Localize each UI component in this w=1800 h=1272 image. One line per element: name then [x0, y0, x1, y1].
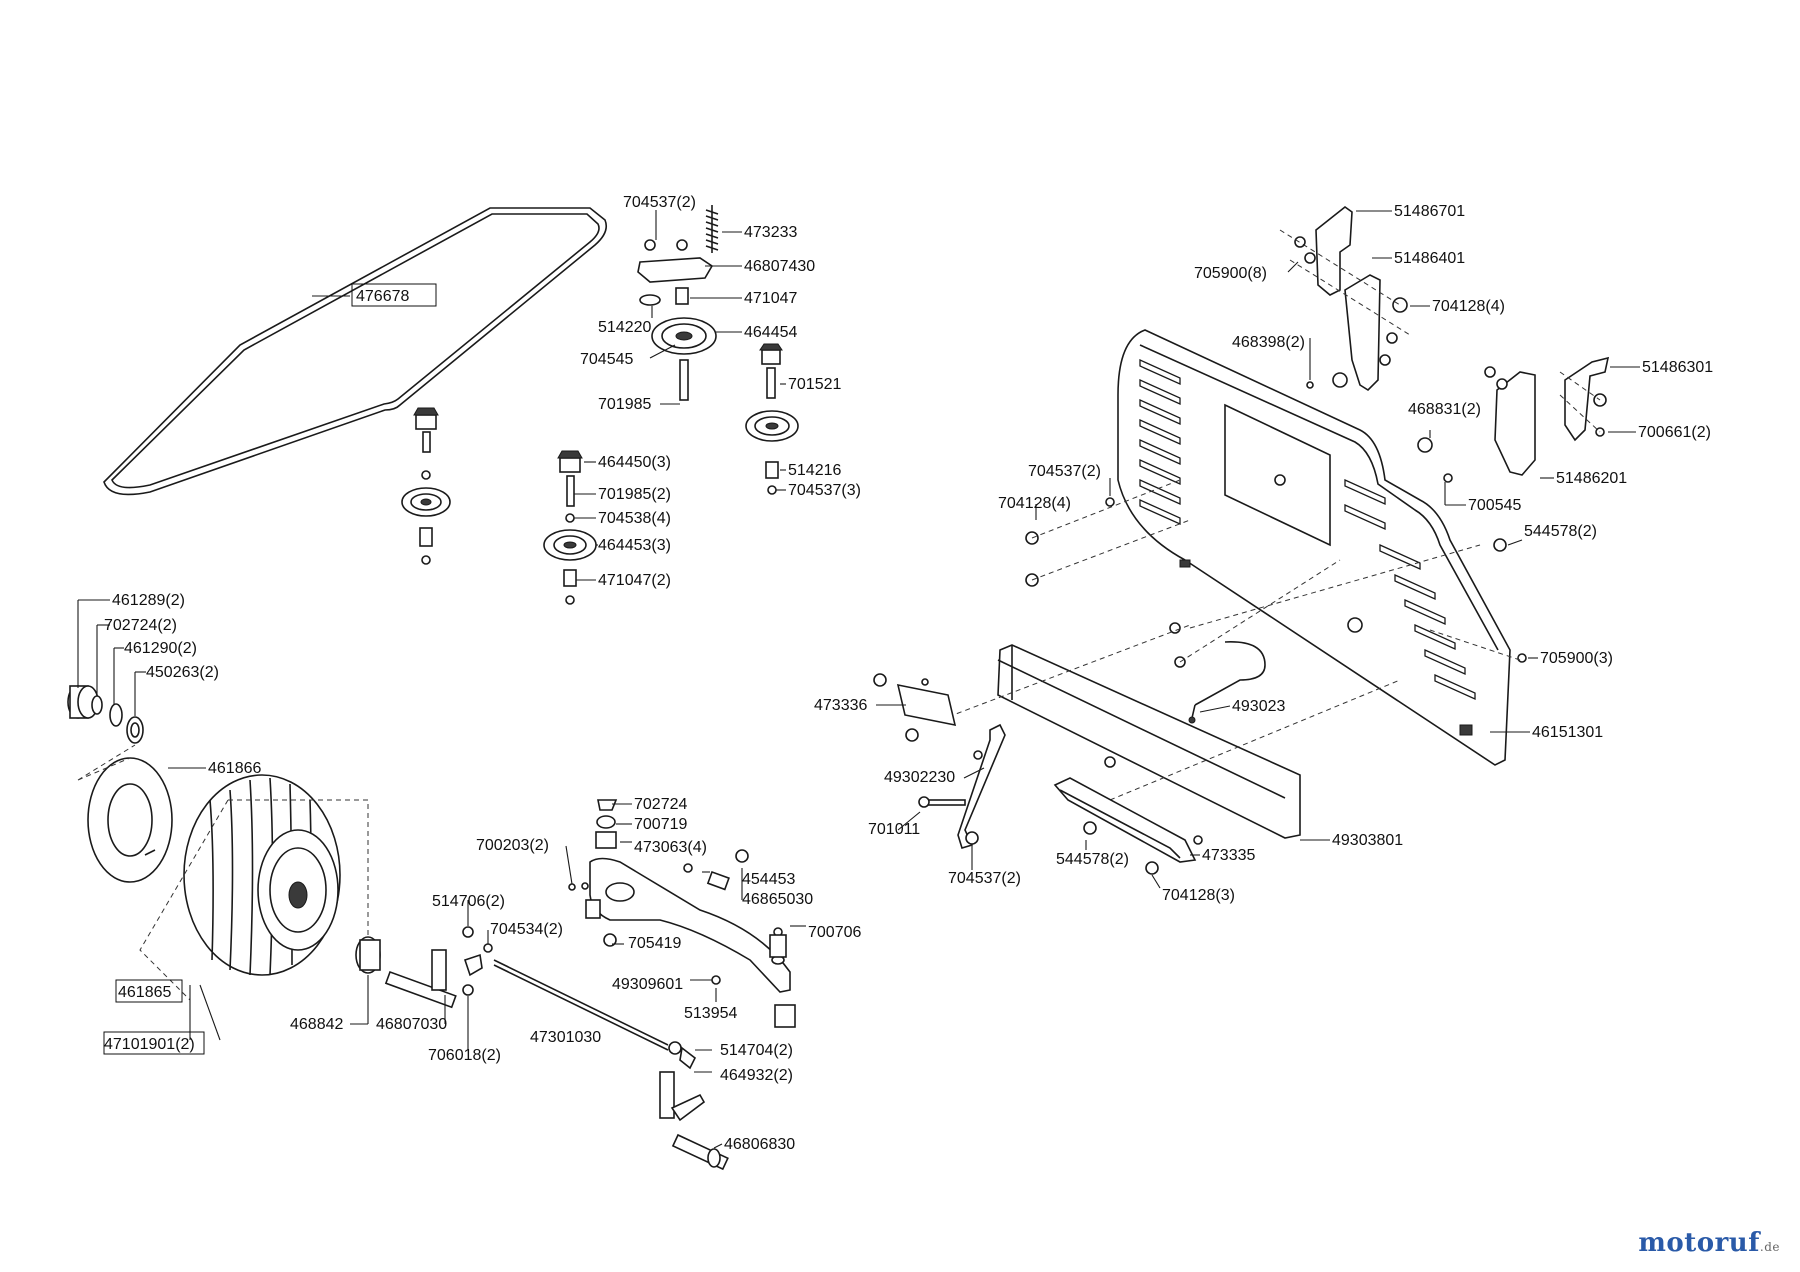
label-473335: 473335	[1202, 847, 1255, 864]
label-box-461865	[115, 979, 183, 1003]
label-471047: 471047	[744, 290, 797, 307]
label-544578a: 544578(2)	[1524, 523, 1597, 540]
label-47101901: 47101901(2)	[104, 1036, 195, 1053]
label-705900a: 705900(8)	[1194, 265, 1267, 282]
label-704537d: 704537(2)	[948, 870, 1021, 887]
leader-lines	[77, 210, 1640, 1149]
label-704537a: 704537(2)	[623, 194, 696, 211]
label-705419: 705419	[628, 935, 681, 952]
belt-idler-middle	[543, 450, 597, 605]
label-704128a: 704128(4)	[1432, 298, 1505, 315]
label-513954: 513954	[684, 1005, 737, 1022]
cross-beam	[939, 624, 1401, 839]
label-51486301: 51486301	[1642, 359, 1713, 376]
label-700706: 700706	[808, 924, 861, 941]
label-704534: 704534(2)	[490, 921, 563, 938]
label-46807030: 46807030	[376, 1016, 447, 1033]
label-464450: 464450(3)	[598, 454, 671, 471]
watermark-text: motoruf	[1638, 1228, 1760, 1258]
label-468398: 468398(2)	[1232, 334, 1305, 351]
label-51486701: 51486701	[1394, 203, 1465, 220]
label-46865030: 46865030	[742, 891, 813, 908]
label-704545: 704545	[580, 351, 633, 368]
label-461865: 461865	[118, 984, 171, 1001]
watermark-suffix: .de	[1759, 1240, 1780, 1254]
label-46151301: 46151301	[1532, 724, 1603, 741]
label-49303801: 49303801	[1332, 832, 1403, 849]
label-705900b: 705900(3)	[1540, 650, 1613, 667]
label-514706: 514706(2)	[432, 893, 505, 910]
label-476678: 476678	[356, 288, 409, 305]
label-700719: 700719	[634, 816, 687, 833]
label-450263: 450263(2)	[146, 664, 219, 681]
arm-49302230	[918, 641, 1266, 849]
label-544578b: 544578(2)	[1056, 851, 1129, 868]
label-464454: 464454	[744, 324, 797, 341]
upper-brackets	[1025, 205, 1610, 668]
label-704128c: 704128(3)	[1162, 887, 1235, 904]
label-704128b: 704128(4)	[998, 495, 1071, 512]
label-706018: 706018(2)	[428, 1047, 501, 1064]
label-704537c: 704537(2)	[1028, 463, 1101, 480]
label-454453: 454453	[742, 871, 795, 888]
label-701011: 701011	[868, 821, 920, 838]
label-700661: 700661(2)	[1638, 424, 1711, 441]
label-702724a: 702724(2)	[104, 617, 177, 634]
label-51486201: 51486201	[1556, 470, 1627, 487]
label-514220: 514220	[598, 319, 651, 336]
label-704538: 704538(4)	[598, 510, 671, 527]
watermark-logo: motoruf.de	[1638, 1228, 1780, 1258]
label-464453: 464453(3)	[598, 537, 671, 554]
label-46806830: 46806830	[724, 1136, 795, 1153]
rear-panel-plate	[1117, 329, 1511, 766]
label-473336: 473336	[814, 697, 867, 714]
label-701521: 701521	[788, 376, 841, 393]
label-47301030: 47301030	[530, 1029, 601, 1046]
label-700203: 700203(2)	[476, 837, 549, 854]
label-468842: 468842	[290, 1016, 343, 1033]
label-49309601: 49309601	[612, 976, 683, 993]
bracket-473336	[873, 673, 957, 742]
label-468831: 468831(2)	[1408, 401, 1481, 418]
steering-linkage	[493, 799, 796, 1171]
label-514216: 514216	[788, 462, 841, 479]
label-461289: 461289(2)	[112, 592, 185, 609]
part-labels: 476678 704537(2) 473233 46807430 471047 …	[103, 194, 1713, 1153]
idler-arm-assembly	[637, 205, 799, 495]
label-700545: 700545	[1468, 497, 1521, 514]
label-box-476678	[351, 283, 437, 307]
label-702724b: 702724	[634, 796, 687, 813]
label-461866: 461866	[208, 760, 261, 777]
label-51486401: 51486401	[1394, 250, 1465, 267]
label-473233: 473233	[744, 224, 797, 241]
wheel-assembly	[67, 685, 493, 1009]
label-49302230: 49302230	[884, 769, 955, 786]
belt-idler-left	[401, 407, 451, 565]
label-701985b: 701985(2)	[598, 486, 671, 503]
label-464932: 464932(2)	[720, 1067, 793, 1084]
label-46807430: 46807430	[744, 258, 815, 275]
label-514704: 514704(2)	[720, 1042, 793, 1059]
label-701985: 701985	[598, 396, 651, 413]
drive-belt	[103, 207, 608, 496]
label-461290: 461290(2)	[124, 640, 197, 657]
label-471047b: 471047(2)	[598, 572, 671, 589]
label-704537b: 704537(3)	[788, 482, 861, 499]
label-473063: 473063(4)	[634, 839, 707, 856]
bracket-473335	[1053, 777, 1203, 875]
label-box-47101901	[103, 1031, 205, 1055]
label-493023: 493023	[1232, 698, 1285, 715]
